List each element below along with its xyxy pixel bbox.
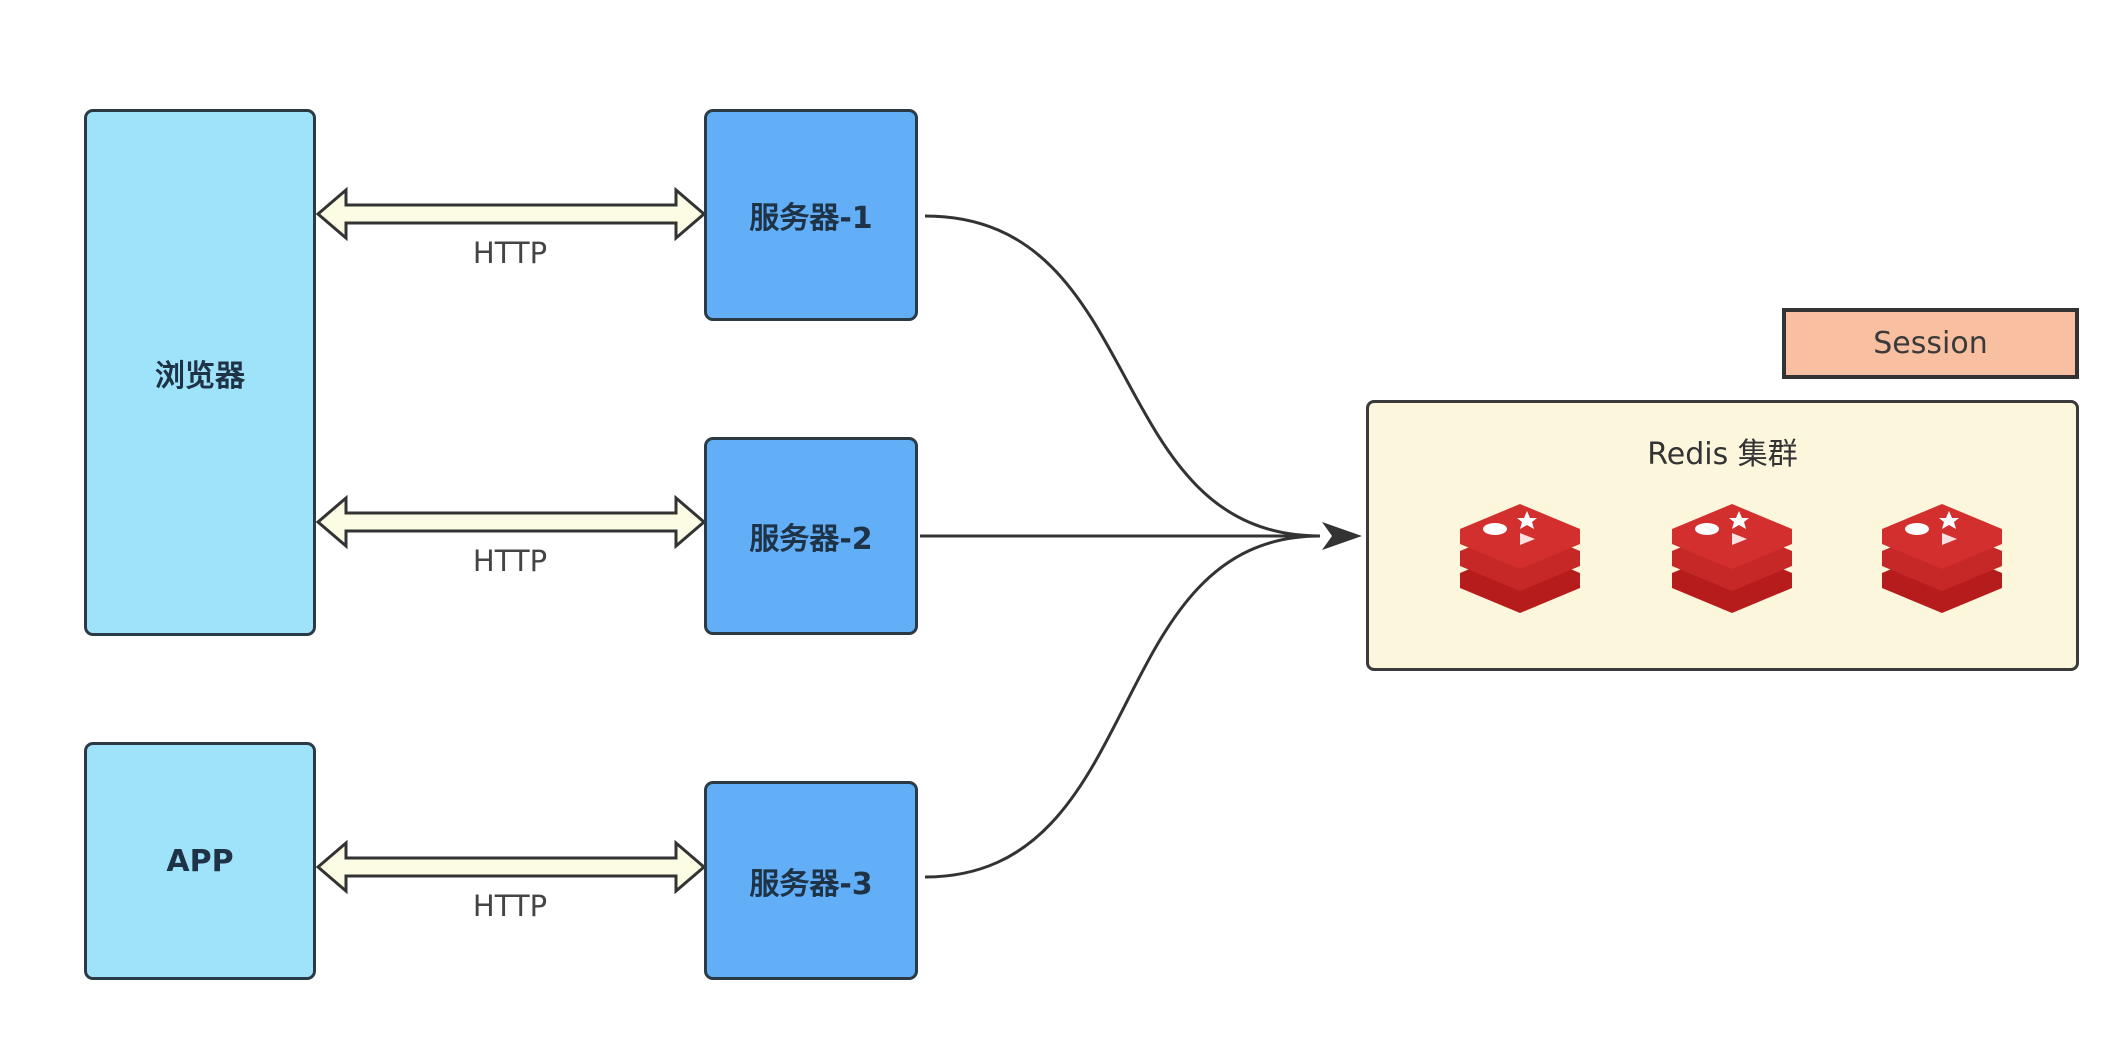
arrowhead xyxy=(1322,522,1362,550)
redis-cluster-title: Redis 集群 xyxy=(1647,437,1798,472)
server-2-label: 服务器-2 xyxy=(749,522,873,557)
browser-node: 浏览器 xyxy=(84,109,316,636)
server-1-node: 服务器-1 xyxy=(704,109,918,321)
server-3-label: 服务器-3 xyxy=(749,866,873,902)
connector-server3-redis xyxy=(924,534,1321,879)
session-label-box: Session xyxy=(1782,308,2079,379)
http-double-arrow-1 xyxy=(315,186,707,242)
browser-label: 浏览器 xyxy=(155,358,245,394)
http-double-arrow-3 xyxy=(315,839,707,895)
http-label-1: HTTP xyxy=(472,236,548,270)
server-1-label: 服务器-1 xyxy=(749,201,873,236)
http-double-arrow-2 xyxy=(315,494,707,550)
redis-cluster-node: Redis 集群 xyxy=(1366,400,2079,671)
redis-icon xyxy=(1882,504,2002,613)
app-label: APP xyxy=(166,843,234,879)
server-2-node: 服务器-2 xyxy=(704,437,918,635)
http-label-2: HTTP xyxy=(472,544,548,578)
server-3-node: 服务器-3 xyxy=(704,781,918,980)
redis-icon xyxy=(1460,504,1580,613)
http-label-3: HTTP xyxy=(472,889,548,923)
redis-icon xyxy=(1672,504,1792,613)
app-node: APP xyxy=(84,742,316,980)
session-label: Session xyxy=(1873,326,1988,361)
connector-server1-redis xyxy=(924,214,1321,538)
